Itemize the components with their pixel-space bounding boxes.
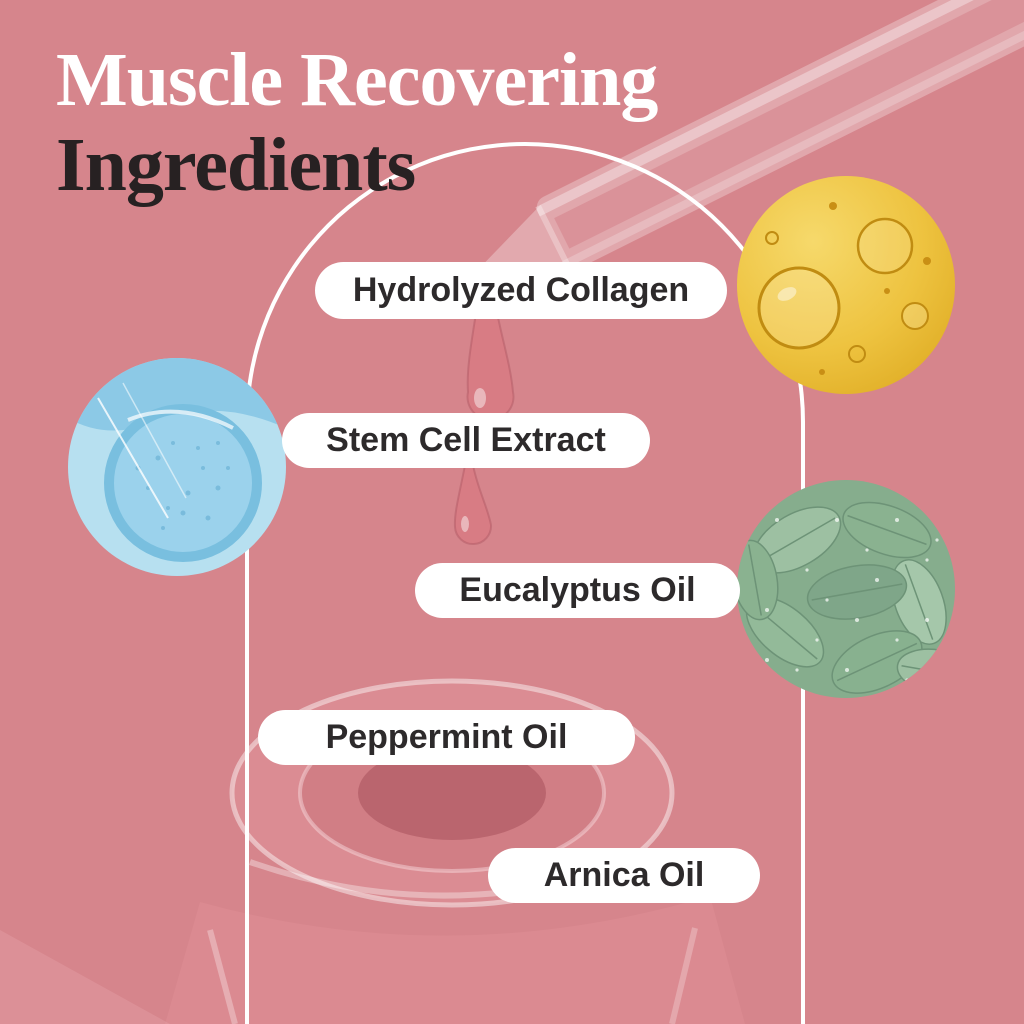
ingredient-label-text: Peppermint Oil — [325, 718, 568, 756]
eucalyptus-leaves-photo — [737, 480, 955, 698]
collagen-oil-photo — [737, 176, 955, 394]
golden-oil-bubbles-image — [737, 176, 955, 394]
title-line-secondary: Ingredients — [56, 123, 416, 208]
pipette-illustration — [470, 0, 1024, 278]
ingredient-label-arnica-oil: Arnica Oil — [488, 848, 760, 903]
poster-title: Muscle Recovering Ingredients — [56, 38, 658, 208]
ingredient-label-stem-cell-extract: Stem Cell Extract — [282, 413, 650, 468]
ingredient-label-eucalyptus-oil: Eucalyptus Oil — [415, 563, 740, 618]
ingredient-label-text: Arnica Oil — [543, 856, 705, 894]
ingredient-label-text: Eucalyptus Oil — [459, 571, 696, 609]
ingredient-label-text: Stem Cell Extract — [326, 421, 606, 459]
ingredient-label-text: Hydrolyzed Collagen — [352, 271, 690, 309]
falling-drop-illustration — [453, 459, 493, 546]
ingredient-label-hydrolyzed-collagen: Hydrolyzed Collagen — [315, 262, 727, 319]
title-line-primary: Muscle Recovering — [56, 38, 658, 122]
stem-cell-tablet-photo — [68, 358, 286, 576]
eucalyptus-leaves-image — [737, 480, 955, 698]
ingredient-label-peppermint-oil: Peppermint Oil — [258, 710, 635, 765]
effervescent-tablet-image — [68, 358, 286, 576]
